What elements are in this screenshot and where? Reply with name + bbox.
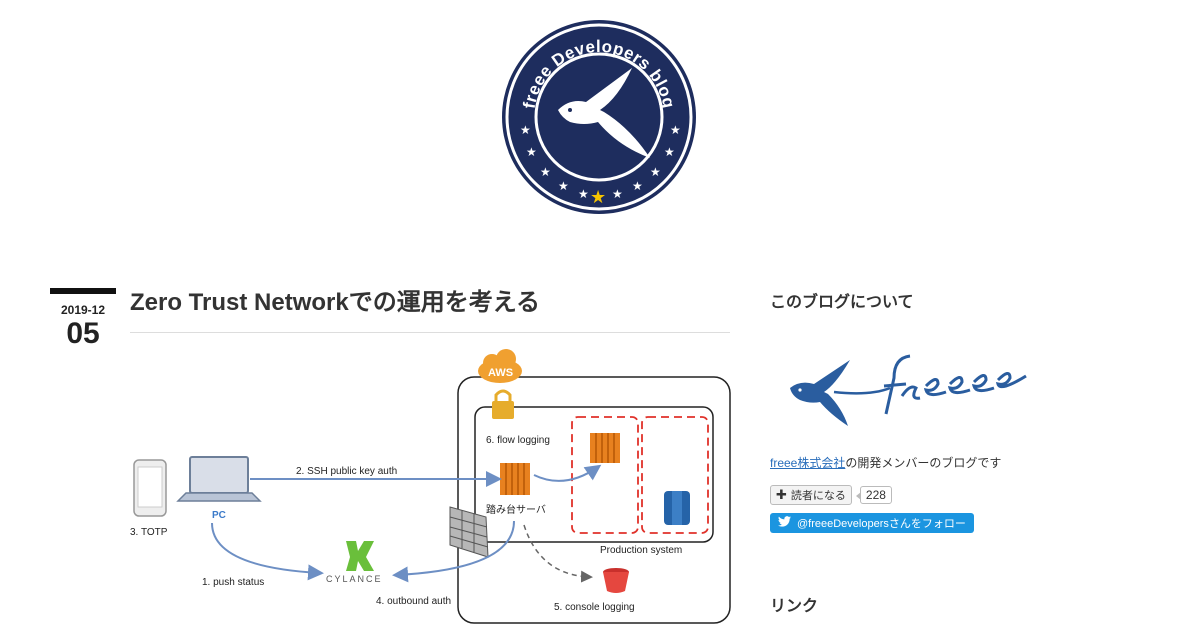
- svg-text:★: ★: [670, 123, 681, 137]
- svg-text:★: ★: [526, 145, 537, 159]
- date-day: 05: [66, 317, 100, 350]
- blog-logo[interactable]: freee Developers blog ★★★ ★★ ★★★ ★★ ★: [500, 18, 698, 216]
- entry-date[interactable]: 2019-12 05: [50, 288, 116, 349]
- ec2-bastion-icon: [500, 463, 530, 495]
- vpc-boundary: [474, 406, 714, 543]
- smartphone-icon: [133, 459, 167, 517]
- twitter-follow-button[interactable]: @freeeDevelopersさんをフォロー: [770, 513, 974, 533]
- twitter-follow-label: @freeeDevelopersさんをフォロー: [797, 518, 966, 530]
- aws-cloud-icon: AWS: [478, 349, 522, 383]
- svg-text:★: ★: [590, 187, 606, 208]
- svg-text:★: ★: [558, 179, 569, 193]
- svg-text:★: ★: [612, 187, 623, 201]
- date-bar: [50, 288, 116, 294]
- plus-icon: ✚: [776, 487, 787, 502]
- pc-label: PC: [212, 510, 226, 521]
- rds-icon: [664, 491, 690, 525]
- outbound-auth-arrow: [392, 520, 515, 583]
- bastion-to-production-arrow: [533, 464, 602, 482]
- console-logging-arrow: [523, 524, 593, 583]
- description-text: の開発メンバーのブログです: [845, 456, 1002, 470]
- sidebar: このブログについて freee株式会社の開発メンバーのブログです ✚ 読者になる…: [770, 288, 1070, 533]
- flow-logging-label: 6. flow logging: [486, 435, 550, 446]
- date-year-month: 2019-12: [60, 303, 106, 317]
- sidebar-links-title: リンク: [770, 598, 819, 615]
- sidebar-description: freee株式会社の開発メンバーのブログです: [770, 454, 1070, 471]
- lock-icon: [492, 389, 514, 419]
- company-link[interactable]: freee株式会社: [770, 456, 846, 470]
- twitter-bird-icon: [778, 516, 791, 530]
- svg-text:★: ★: [664, 145, 675, 159]
- ec2-production-icon: [590, 433, 620, 463]
- firewall-icon: [449, 506, 489, 558]
- console-logging-label: 5. console logging: [554, 602, 635, 613]
- svg-text:★: ★: [650, 165, 661, 179]
- laptop-icon: [176, 456, 262, 502]
- reader-row: ✚ 読者になる 228: [770, 485, 1070, 505]
- subscribe-label: 読者になる: [790, 490, 846, 502]
- cylance-logo-icon: [346, 541, 374, 571]
- reader-count: 228: [855, 486, 892, 504]
- production-box-1: [571, 416, 639, 534]
- outbound-auth-label: 4. outbound auth: [376, 596, 451, 607]
- subscribe-button[interactable]: ✚ 読者になる: [770, 485, 852, 505]
- freee-brand-logo: [770, 348, 1030, 434]
- svg-text:★: ★: [578, 187, 589, 201]
- aws-boundary: [457, 376, 731, 624]
- sidebar-about-title: このブログについて: [770, 294, 914, 311]
- push-status-arrow: [211, 522, 324, 581]
- entry-title[interactable]: Zero Trust Networkでの運用を考える: [130, 286, 730, 333]
- svg-text:★: ★: [540, 165, 551, 179]
- bastion-label: 踏み台サーバ: [486, 503, 546, 516]
- production-box-2: [641, 416, 709, 534]
- svg-text:★: ★: [520, 123, 531, 137]
- network-diagram: AWS 6. flow logging Production system: [120, 345, 740, 630]
- production-label: Production system: [600, 545, 682, 556]
- aws-label: AWS: [488, 367, 513, 379]
- push-status-label: 1. push status: [202, 577, 264, 588]
- cylance-label: CYLANCE: [326, 574, 383, 584]
- ssh-auth-label: 2. SSH public key auth: [296, 466, 397, 477]
- s3-bucket-icon: [603, 568, 629, 593]
- svg-text:★: ★: [632, 179, 643, 193]
- totp-label: 3. TOTP: [130, 527, 168, 538]
